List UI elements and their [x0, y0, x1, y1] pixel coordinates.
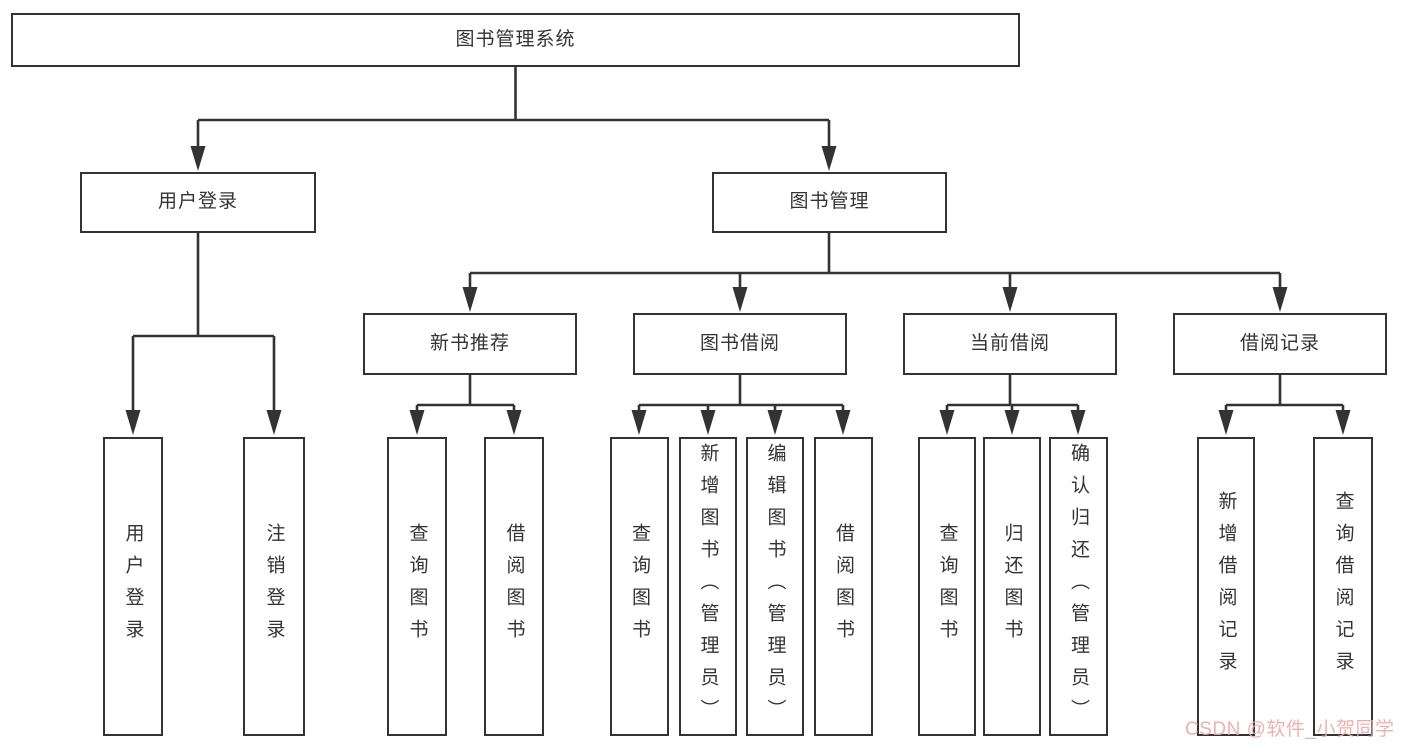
leaf-logout: 注销登录: [243, 437, 305, 736]
leaf-add-borrow-record: 新增借阅记录: [1197, 437, 1255, 736]
node-user-login: 用户登录: [80, 172, 316, 233]
leaf-query-book-recommend: 查询图书: [387, 437, 447, 736]
leaf-borrow-book-recommend: 借阅图书: [484, 437, 544, 736]
leaf-add-book-admin: 新增图书（管理员）: [679, 437, 737, 736]
leaf-query-borrow-record: 查询借阅记录: [1313, 437, 1373, 736]
node-borrow-records: 借阅记录: [1173, 313, 1387, 375]
leaf-confirm-return-admin: 确认归还（管理员）: [1049, 437, 1108, 736]
leaf-edit-book-admin: 编辑图书（管理员）: [746, 437, 804, 736]
node-book-borrow: 图书借阅: [633, 313, 847, 375]
leaf-query-book-borrow: 查询图书: [610, 437, 669, 736]
leaf-return-book: 归还图书: [983, 437, 1041, 736]
arrowheads: [125, 146, 1351, 435]
node-root: 图书管理系统: [11, 13, 1020, 67]
tree-edges: [131, 67, 1345, 413]
leaf-user-login: 用户登录: [103, 437, 163, 736]
node-current-borrow: 当前借阅: [903, 313, 1117, 375]
node-book-management: 图书管理: [712, 172, 947, 233]
leaf-borrow-book: 借阅图书: [814, 437, 873, 736]
leaf-query-book-current: 查询图书: [918, 437, 976, 736]
node-new-book-recommend: 新书推荐: [363, 313, 577, 375]
